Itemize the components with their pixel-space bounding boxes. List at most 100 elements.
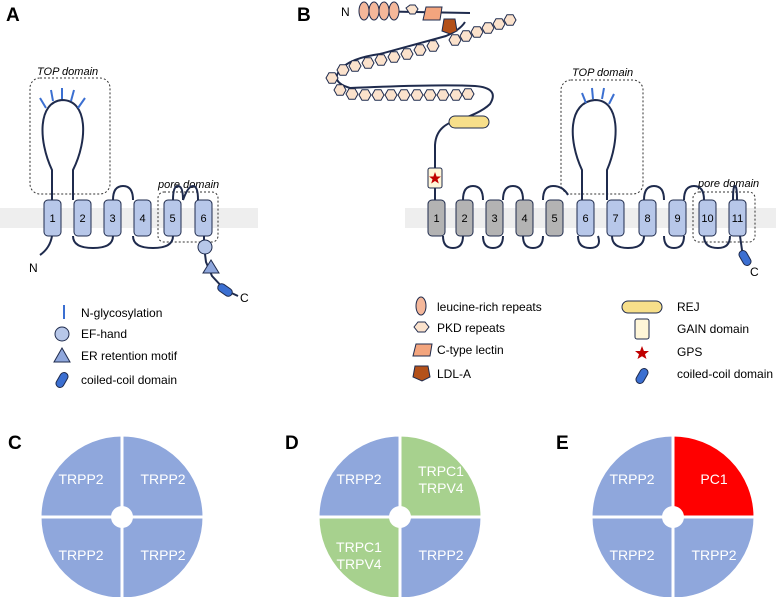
n-glycosylation-icon	[50, 89, 54, 102]
legend-label: LDL-A	[437, 367, 471, 381]
tm-segment	[103, 199, 122, 237]
pkd-repeat-icon	[371, 89, 385, 101]
subunit-label: TRPP2	[691, 547, 736, 563]
quadrant-bottom-right	[120, 515, 206, 597]
ldl-a-icon	[412, 365, 431, 382]
tm-segment	[427, 199, 446, 237]
legend-label: GPS	[677, 345, 702, 359]
pkd-repeat-icon	[423, 89, 437, 101]
pkd-repeat-icon	[410, 89, 424, 101]
pkd-repeat-icon	[387, 51, 401, 63]
rej-icon	[621, 300, 663, 314]
leucine-rich-repeat-icon	[388, 1, 400, 21]
segment-number: 3	[109, 213, 115, 225]
pkd-repeat-icon	[481, 22, 495, 34]
pkd-repeat-icon	[397, 89, 411, 101]
legend-label: C-type lectin	[437, 343, 504, 357]
pore-domain-label: pore domain	[157, 179, 219, 191]
tm-segment	[698, 199, 717, 237]
glycosylation-marks	[39, 88, 86, 109]
segment-number: 1	[49, 213, 55, 225]
quadrant-top-right	[671, 433, 757, 519]
quadrant-bottom-left	[38, 515, 124, 597]
subunit-label: TRPP2	[140, 547, 185, 563]
pkd-repeat-icon	[503, 14, 517, 26]
n-glycosylation-icon	[70, 89, 75, 102]
quadrant-top-left	[38, 433, 124, 519]
pkd-repeat-icon	[413, 44, 427, 56]
gain-domain-icon	[634, 318, 650, 340]
coiled-coil-icon	[217, 283, 233, 297]
segment-number: 4	[521, 213, 527, 225]
central-pore	[662, 506, 684, 528]
segment-number: 4	[139, 213, 145, 225]
legend-a: N-glycosylation EF-hand ER retention mot…	[53, 305, 178, 388]
subunit-label: TRPP2	[58, 547, 103, 563]
c-type-lectin-icon	[412, 343, 433, 357]
ef-hand-icon	[197, 239, 213, 255]
top-domain-label: TOP domain	[572, 67, 633, 79]
c-type-lectin-icon	[422, 6, 443, 21]
pkd-repeat-icon	[405, 4, 419, 15]
segment-number: 6	[200, 213, 206, 225]
subunit-label: TRPP2	[140, 471, 185, 487]
n-glycosylation-icon	[601, 87, 605, 100]
quadrant-bottom-right	[398, 515, 484, 597]
legend-label: coiled-coil domain	[677, 367, 773, 381]
central-pore	[111, 506, 133, 528]
c-terminus-label: C	[750, 265, 759, 279]
tm-segments-a: 1 2 3 4 5 6	[43, 199, 213, 237]
pkd-repeat-icon	[449, 89, 463, 101]
membrane-band	[0, 208, 258, 228]
pkd-repeat-icon	[325, 72, 339, 84]
segment-number: 9	[674, 213, 680, 225]
tm-segment	[455, 199, 474, 237]
pkd-repeat-icon	[436, 89, 450, 101]
subunit-label: TRPP2	[609, 547, 654, 563]
n-glycosylation-icon	[591, 87, 594, 100]
pkd-repeat-icon	[470, 26, 484, 38]
n-glycosylation-icon	[608, 93, 615, 105]
leucine-rich-repeat-icon	[358, 1, 370, 21]
top-domain-box	[29, 77, 111, 195]
tm-segment	[73, 199, 92, 237]
n-glycosylation-icon	[39, 97, 47, 109]
subunit-label: TRPP2	[58, 471, 103, 487]
c-terminus-label: C	[240, 291, 249, 305]
tm-segment	[43, 199, 62, 237]
pkd-repeat-icon	[448, 34, 462, 46]
pore-domain-label: pore domain	[697, 178, 759, 190]
segment-number: 7	[612, 213, 618, 225]
tm-segment	[194, 199, 213, 237]
leucine-rich-repeat-icon	[368, 1, 380, 21]
pkd-repeat-icon	[461, 88, 475, 100]
n-glycosylation-icon	[581, 92, 587, 104]
pore-domain-box	[157, 191, 219, 243]
tm-segment	[606, 199, 625, 237]
subunit-label: TRPP2	[609, 471, 654, 487]
legend-label: leucine-rich repeats	[437, 300, 542, 314]
quadrant-bottom-left	[589, 515, 675, 597]
pkd-repeat-icon	[374, 54, 388, 66]
pkd-repeat-icon	[333, 84, 347, 96]
segment-number: 3	[491, 213, 497, 225]
pkd-repeat-icon	[345, 88, 359, 100]
pkd-repeat-chain	[325, 14, 517, 101]
segment-number: 10	[701, 213, 713, 225]
subunit-label: PC1	[700, 471, 727, 487]
coiled-coil-icon	[738, 250, 752, 266]
ef-hand-icon	[54, 326, 70, 342]
er-retention-motif-icon	[202, 259, 220, 274]
er-retention-motif-icon	[53, 346, 71, 363]
legend-label: GAIN domain	[677, 322, 749, 336]
top-domain-label: TOP domain	[37, 66, 98, 78]
pkd-repeat-icon	[413, 321, 430, 333]
tm-segment	[728, 199, 747, 237]
panel-label-d: D	[285, 433, 299, 454]
panel-label-c: C	[8, 433, 22, 454]
pkd-repeat-icon	[348, 60, 362, 72]
segment-number: 2	[79, 213, 85, 225]
